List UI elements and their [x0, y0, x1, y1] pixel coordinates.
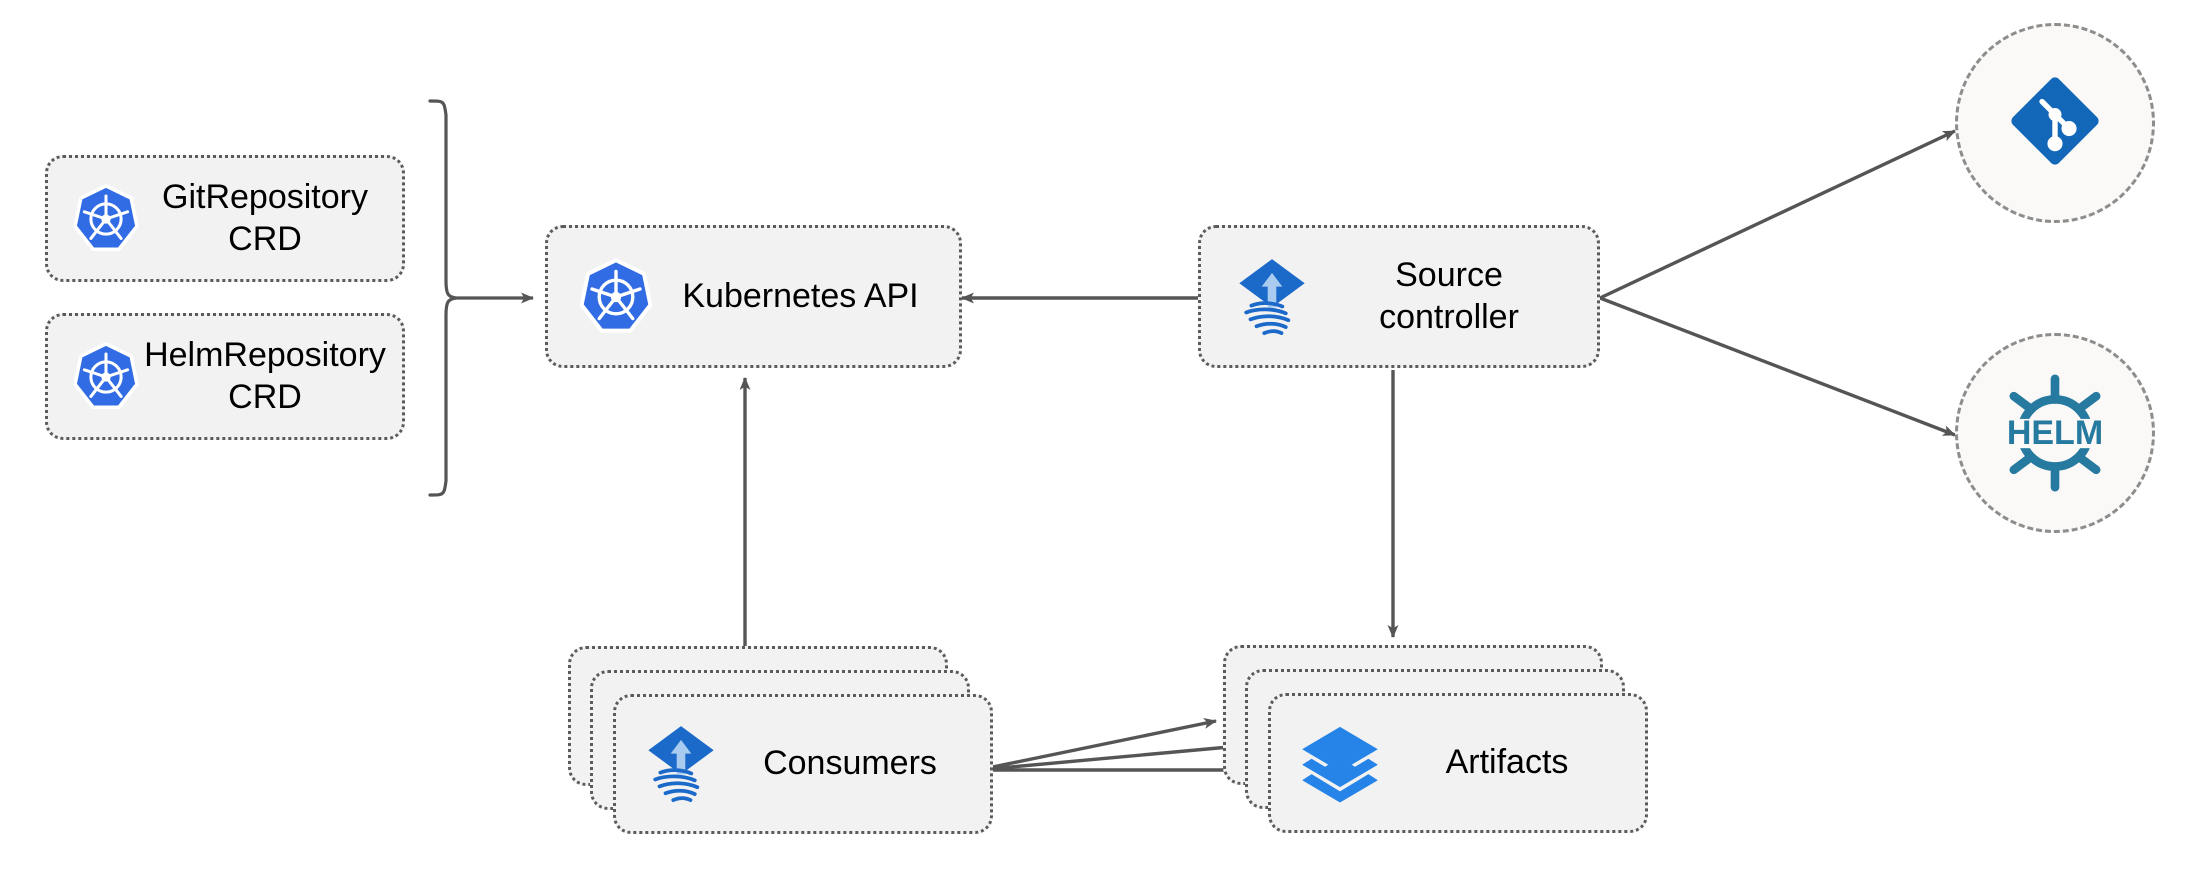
helm-repository-endpoint[interactable]: HELM — [1955, 333, 2155, 533]
crd-group-bracket — [428, 99, 534, 497]
flux-icon — [1229, 254, 1315, 340]
node-source-controller[interactable]: Source controller — [1198, 225, 1600, 368]
node-label: Source controller — [1379, 256, 1519, 336]
arrow-source-controller-to-git — [1599, 129, 1956, 300]
node-label: Artifacts — [1445, 743, 1569, 782]
node-kubernetes-api[interactable]: Kubernetes API — [545, 225, 962, 368]
node-label: GitRepository CRD — [162, 178, 368, 258]
node-consumers[interactable]: Consumers — [613, 694, 993, 834]
kubernetes-icon — [576, 257, 656, 337]
helm-wordmark: HELM — [2006, 413, 2104, 452]
flux-icon — [638, 721, 724, 807]
kubernetes-icon — [70, 341, 142, 413]
arrow-source-controller-to-helm — [1599, 296, 1956, 437]
git-icon — [2001, 67, 2109, 180]
node-label: Kubernetes API — [682, 276, 919, 315]
node-label: Consumers — [763, 744, 937, 783]
node-helmrepository-crd[interactable]: HelmRepository CRD — [45, 313, 405, 440]
node-artifacts[interactable]: Artifacts — [1268, 693, 1648, 833]
helm-icon: HELM — [1990, 368, 2120, 498]
node-label: HelmRepository CRD — [144, 336, 386, 416]
node-gitrepository-crd[interactable]: GitRepository CRD — [45, 155, 405, 282]
kubernetes-icon — [70, 183, 142, 255]
layers-icon — [1297, 720, 1383, 806]
git-repository-endpoint[interactable] — [1955, 23, 2155, 223]
